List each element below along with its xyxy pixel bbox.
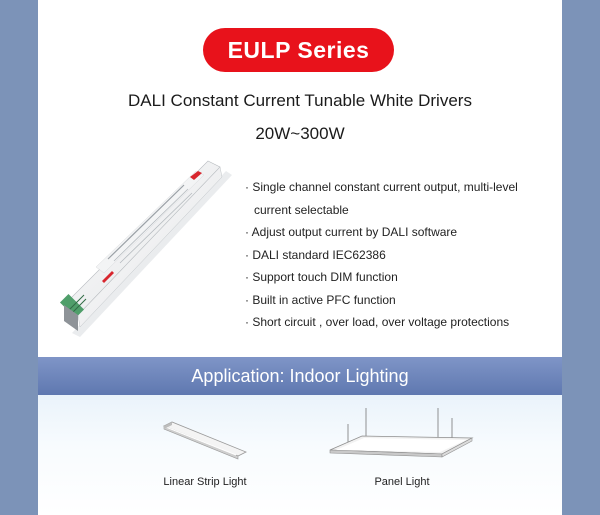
- feature-list: · Single channel constant current output…: [245, 176, 545, 334]
- power-range: 20W~300W: [255, 124, 345, 143]
- feature-item: · Single channel constant current output…: [245, 180, 518, 217]
- panel-light-icon: [329, 408, 474, 458]
- series-badge: EULP Series: [203, 28, 394, 72]
- product-subtitle: DALI Constant Current Tunable White Driv…: [128, 91, 472, 110]
- led-driver-image: [59, 160, 232, 337]
- linear-strip-light-icon: [163, 421, 247, 460]
- application-area: [38, 395, 562, 515]
- application-title: Application: Indoor Lighting: [191, 365, 409, 386]
- feature-item: · DALI standard IEC62386: [245, 247, 386, 262]
- series-badge-label: EULP Series: [227, 36, 370, 63]
- feature-item: · Built in active PFC function: [245, 292, 396, 307]
- panel-light-label: Panel Light: [374, 476, 430, 488]
- feature-item: · Support touch DIM function: [245, 270, 398, 284]
- application-header: Application: Indoor Lighting: [38, 357, 562, 395]
- feature-item: · Adjust output current by DALI software: [245, 225, 458, 239]
- linear-strip-light-label: Linear Strip Light: [163, 476, 247, 488]
- feature-item: · Short circuit , over load, over voltag…: [245, 315, 510, 329]
